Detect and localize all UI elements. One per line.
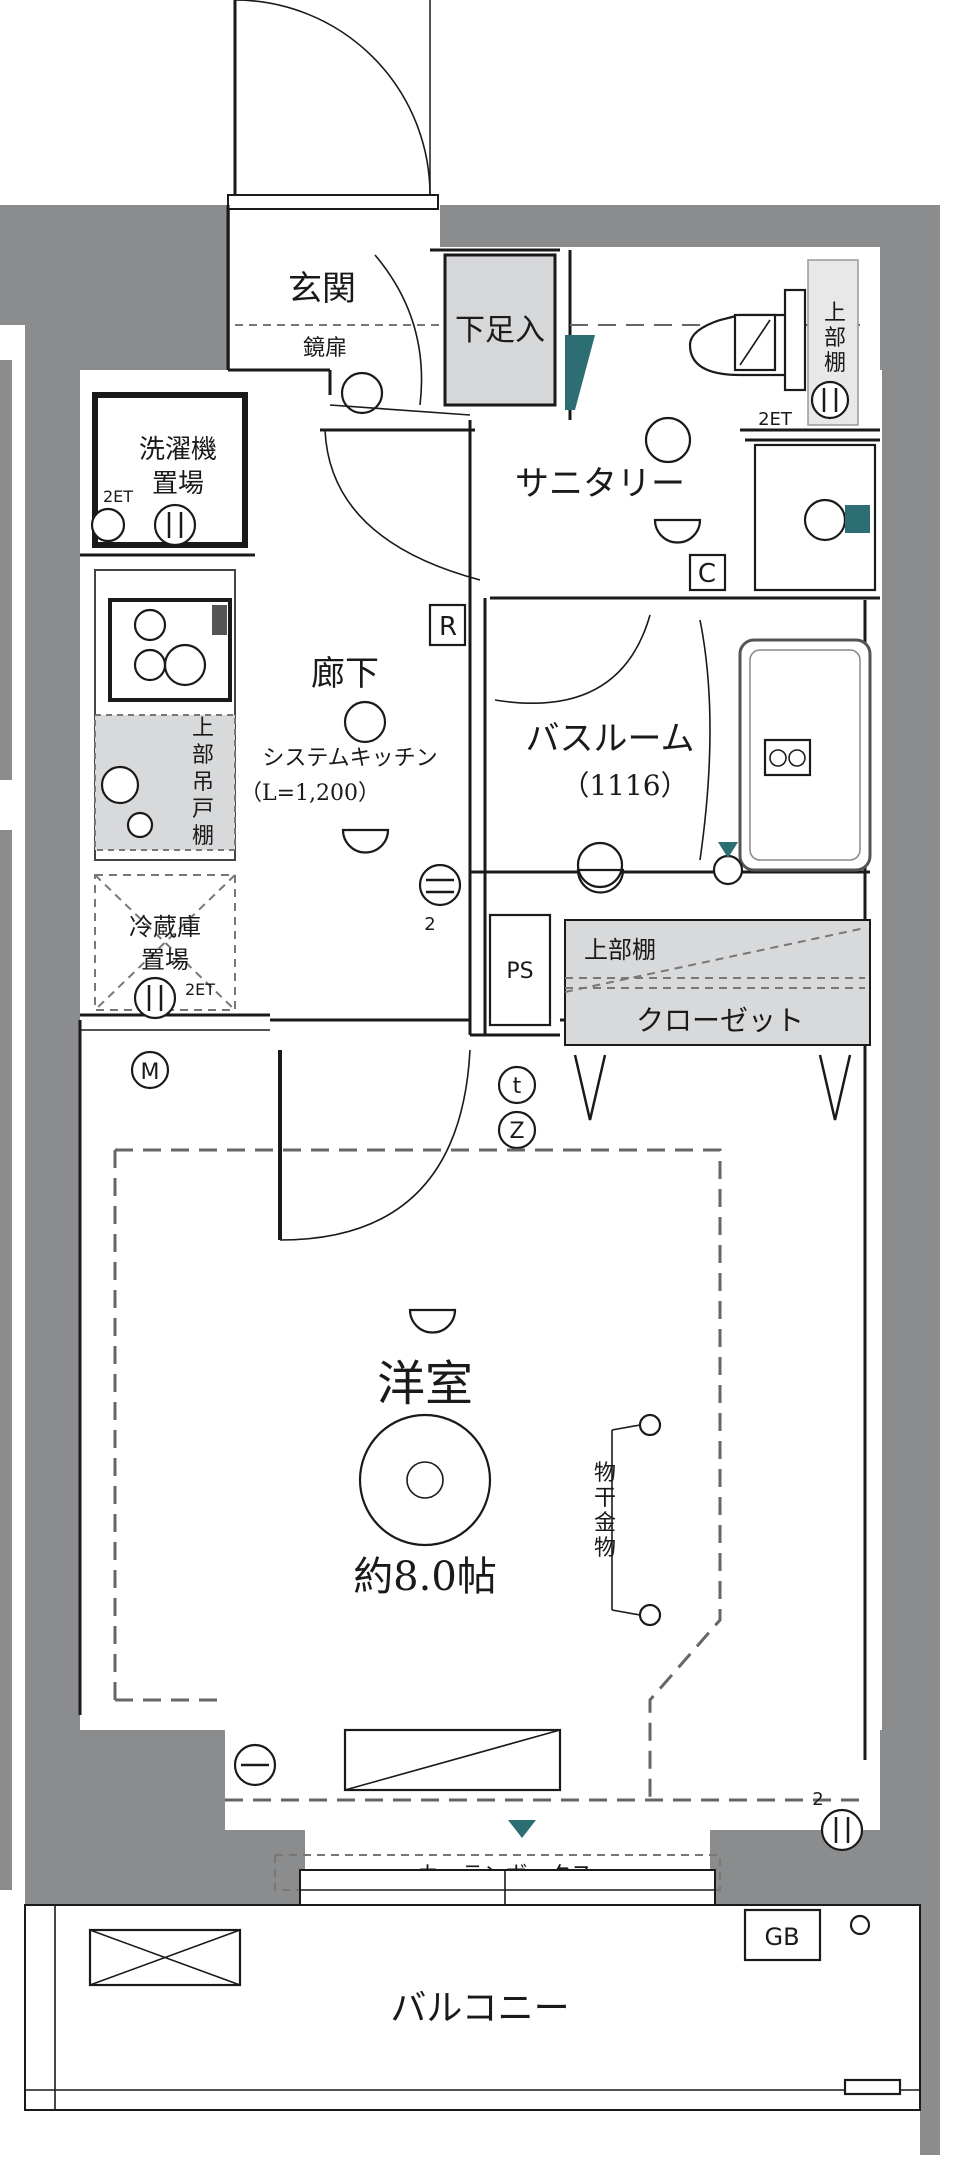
sanitary-door-swing [324, 429, 481, 581]
hanger-label-3: 金 [594, 1511, 616, 1536]
hanger-label-4: 物 [594, 1536, 616, 1561]
ps-box [488, 913, 552, 1027]
system-kitchen-label: システムキッチン [262, 746, 437, 771]
room-outlet-right [820, 1808, 864, 1852]
kitchen-light-icon [100, 765, 140, 805]
western-room-label: 洋室 [377, 1356, 473, 1412]
r-symbol: R [439, 612, 457, 642]
fridge-label-1: 冷蔵庫 [129, 913, 201, 941]
exterior-walls [0, 205, 940, 2155]
m-symbol: M [141, 1060, 160, 1085]
toilet-shelf-label-2: 部 [824, 326, 846, 351]
t-symbol: t [513, 1074, 522, 1099]
closet-label: クローゼット [636, 1004, 804, 1037]
fridge-place: 冷蔵庫 置場 2ET [94, 874, 236, 1020]
corridor-bracket-light [341, 828, 390, 854]
mirror-door-label: 鏡扉 [303, 336, 347, 361]
2et-label-2: 2ET [103, 487, 133, 506]
n2-label-2: 2 [812, 1789, 823, 1810]
hanger-label-2: 干 [594, 1486, 616, 1511]
z-symbol: Z [509, 1119, 524, 1144]
entrance-label: 玄関 [288, 269, 356, 309]
outlet-icon [810, 380, 850, 420]
balcony-outlet-icon [849, 1914, 871, 1936]
shoe-box: 下足入 [443, 253, 595, 410]
2et-label-3: 2ET [185, 980, 215, 999]
c-symbol: C [698, 559, 716, 589]
bathroom-label: バスルーム [526, 719, 695, 759]
z-symbol-circle [497, 1110, 537, 1150]
toilet: 上 部 棚 2ET [570, 259, 860, 430]
m-symbol-circle [130, 1050, 170, 1090]
mirror-door-swing [374, 254, 423, 406]
room-bracket-light [408, 1308, 457, 1334]
bath-fan-icon [763, 738, 812, 777]
bath-door-swing [494, 614, 651, 704]
corridor-outlet-icon [418, 863, 462, 907]
n2-label-1: 2 [424, 914, 435, 935]
shoe-box-label: 下足入 [455, 313, 545, 348]
washbasin [745, 438, 880, 592]
closet: 上部棚 クローゼット [564, 919, 871, 1121]
window-marker [508, 1820, 536, 1838]
sanitary-label: サニタリー [515, 464, 685, 504]
kitchen-cabinet-label-5: 棚 [192, 824, 214, 849]
balcony: バルコニー GB [24, 1904, 921, 2111]
kitchen-cabinet-label-2: 部 [192, 743, 214, 768]
balcony-label: バルコニー [390, 1988, 569, 2029]
sink-icon [803, 498, 847, 542]
kitchen-size-label: （L=1,200） [240, 781, 380, 806]
washer-outlet-icon [153, 503, 197, 547]
kitchen-cabinet-label-1: 上 [192, 716, 214, 741]
2et-label-1: 2ET [758, 409, 793, 430]
washer-label-1: 洗濯機 [139, 435, 217, 465]
t-symbol-circle [497, 1065, 537, 1105]
ps-label: PS [506, 959, 533, 984]
toilet-shelf-label-3: 棚 [824, 351, 846, 376]
bracket-light-icon [653, 518, 702, 544]
washer-place: 洗濯機 置場 2ET [90, 392, 248, 548]
western-room-size-label: 約8.0帖 [353, 1554, 497, 1600]
corridor-light-icon [343, 700, 387, 744]
upper-shelf-label: 上部棚 [584, 936, 656, 964]
gb-label: GB [764, 1923, 799, 1951]
ceiling-light-icon [644, 416, 692, 464]
stove-burner-icon [133, 608, 167, 642]
light-icon [340, 371, 384, 415]
western-room: 洋室 約8.0帖 物 干 金 物 2 カーテンボックス S S [113, 1148, 864, 1915]
bathroom: バスルーム （1116） [494, 614, 872, 894]
kitchen-counter: 上 部 吊 戸 棚 [94, 569, 236, 861]
entrance-door [227, 0, 439, 210]
kitchen-cabinet-label-3: 吊 [192, 770, 214, 795]
toilet-shelf-label-1: 上 [824, 301, 846, 326]
bathroom-size-label: （1116） [561, 769, 688, 802]
ceiling-light-room-icon [358, 1413, 492, 1547]
corridor-label: 廊下 [311, 654, 379, 694]
washer-label-2: 置場 [152, 469, 204, 499]
kitchen-cabinet-label-4: 戸 [192, 797, 214, 822]
hanger-label-1: 物 [594, 1461, 616, 1486]
fridge-label-2: 置場 [141, 946, 189, 974]
fridge-outlet-icon [133, 976, 177, 1020]
bath-light-icon [576, 868, 625, 894]
